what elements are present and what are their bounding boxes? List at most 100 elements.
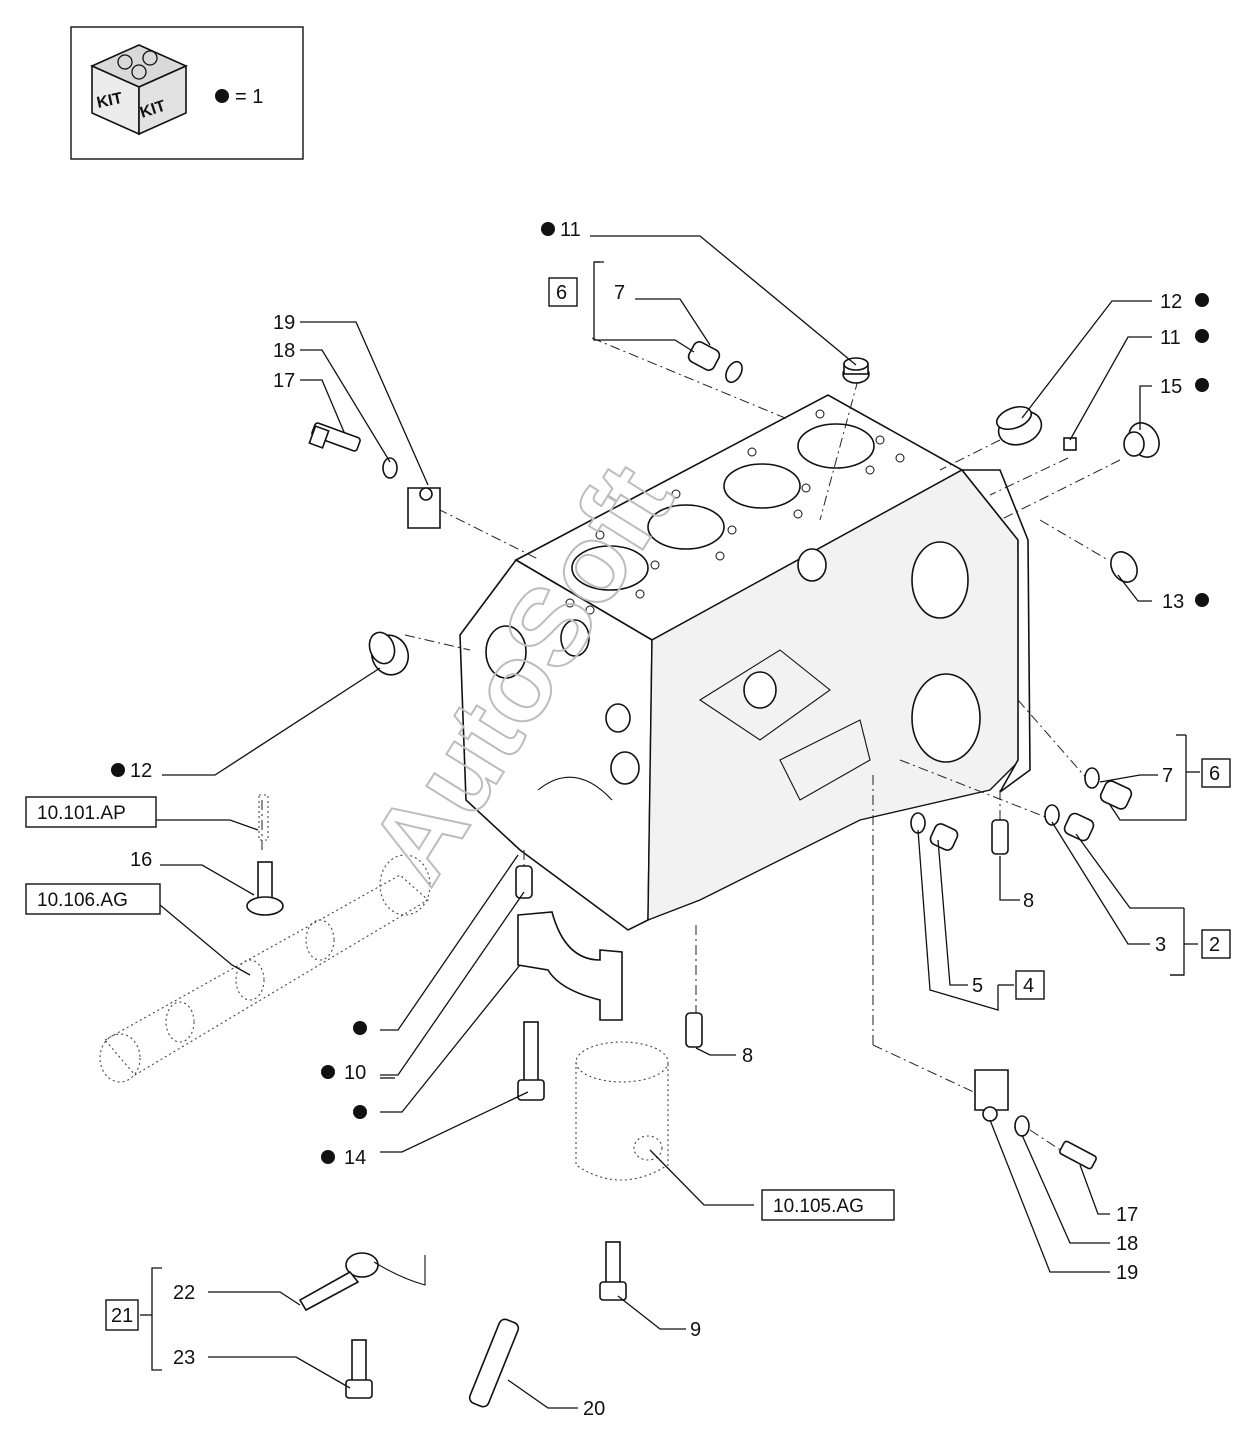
small-plug-right: [1063, 437, 1077, 451]
engine-block: [459, 394, 1031, 931]
plug-3: [1063, 812, 1095, 842]
main-bearing-cap: [517, 911, 623, 1021]
kit-bullet-12-right: [1195, 293, 1209, 307]
label-16: 16: [130, 849, 152, 871]
bolt-9: [599, 1241, 627, 1301]
side-port-upper: [797, 548, 827, 582]
piston-ghost: [575, 1041, 669, 1181]
rear-crank-bore: [911, 673, 981, 763]
main-bearing-saddle: [537, 776, 613, 801]
label-23: 23: [173, 1347, 195, 1369]
tube-16: [246, 861, 284, 916]
cylinder-bore-4: [797, 423, 875, 469]
label-7-top: 7: [614, 282, 625, 304]
washer-3: [1044, 804, 1060, 826]
kit-equation: = 1: [235, 86, 263, 108]
box-4: [1015, 970, 1045, 1000]
bracket-19-right: [974, 1069, 1009, 1122]
label-18-left: 18: [273, 340, 295, 362]
label-17-left: 17: [273, 370, 295, 392]
label-11-right: 11: [1160, 327, 1181, 349]
label-17-right: 17: [1116, 1204, 1138, 1226]
cylinder-bore-2: [647, 504, 725, 550]
camshaft-ghost: [99, 854, 431, 1083]
box-2: [1201, 929, 1231, 959]
bolt-23: [345, 1339, 373, 1399]
ref-box-10101ap: [25, 796, 157, 828]
kit-bullet-13: [1195, 593, 1209, 607]
label-19-left: 19: [273, 312, 295, 334]
ref-box-10105ag: [761, 1189, 895, 1221]
front-camshaft-bore: [485, 625, 527, 679]
box-21: [105, 1299, 139, 1331]
label-12-left: 12: [130, 760, 152, 782]
box-6-top: [548, 277, 578, 307]
dowel-8-mid: [991, 819, 1009, 855]
front-small-bore: [605, 703, 631, 733]
label-10: 10: [344, 1062, 366, 1084]
kit-bullet-cap: [353, 1105, 367, 1119]
rear-upper-bore: [911, 541, 969, 619]
block-rear-flange: [960, 469, 1031, 793]
seal-ring-12-left: [368, 631, 410, 676]
label-14: 14: [344, 1147, 366, 1169]
washer-7-right: [1084, 767, 1100, 789]
kit-bullets: [111, 222, 1209, 1164]
label-3: 3: [1155, 934, 1166, 956]
kit-bullet-10: [321, 1065, 335, 1079]
threaded-plug-top: [687, 341, 743, 384]
plug-5: [929, 823, 959, 851]
label-8-bottom: 8: [742, 1045, 753, 1067]
label-18-right: 18: [1116, 1233, 1138, 1255]
reference-boxes: 10.101.AP 10.106.AG 10.105.AG: [25, 796, 895, 1221]
deck-holes: [565, 409, 905, 615]
cylinder-bore-1: [571, 545, 649, 591]
pin-20: [468, 1318, 520, 1408]
kit-bullet-11-top: [541, 222, 555, 236]
label-19-right: 19: [1116, 1262, 1138, 1284]
washer-18-left: [382, 457, 398, 479]
ref-10101ap: 10.101.AP: [37, 803, 126, 824]
dowel-10: [515, 865, 533, 899]
label-2: 2: [1209, 934, 1220, 956]
kit-bullet-icon: [215, 89, 229, 103]
label-6-right: 6: [1209, 763, 1220, 785]
kit-box-icon: KIT KIT: [90, 44, 188, 136]
seal-ring-13: [1110, 551, 1138, 583]
label-11-top: 11: [560, 219, 581, 241]
bracket-19-left: [407, 487, 441, 529]
bolt-17-right: [1059, 1140, 1097, 1170]
front-lower-hole: [610, 751, 640, 785]
centre-lines: [261, 337, 1121, 1156]
part-labels: 11 6 7 19 18 17 12 11 15 13 12 16 10 14 …: [105, 219, 1231, 1420]
side-port-lower: [743, 671, 777, 709]
label-15: 15: [1160, 376, 1182, 398]
cup-plug-right: [995, 405, 1043, 446]
spring-pin-ghost: [258, 794, 269, 841]
bolt-14: [517, 1021, 545, 1101]
loose-parts: [99, 341, 1160, 1408]
ref-10106ag: 10.106.AG: [37, 890, 128, 911]
kit-bullet-14: [321, 1150, 335, 1164]
small-plug-top: [842, 357, 870, 384]
front-hole: [560, 619, 590, 657]
label-21: 21: [111, 1305, 133, 1327]
label-8-mid: 8: [1023, 890, 1034, 912]
kit-bullet-11-right: [1195, 329, 1209, 343]
kit-legend: KIT KIT = 1: [70, 26, 304, 160]
cylinder-bore-3: [723, 463, 801, 509]
ref-box-10106ag: [25, 883, 161, 915]
label-5: 5: [972, 975, 983, 997]
leader-lines: [140, 235, 1200, 1409]
label-6-top: 6: [556, 282, 567, 304]
label-22: 22: [173, 1282, 195, 1304]
plug-7-right: [1099, 780, 1133, 810]
label-12-right: 12: [1160, 291, 1182, 313]
label-7-right: 7: [1162, 765, 1173, 787]
label-13: 13: [1162, 591, 1184, 613]
label-4: 4: [1023, 975, 1034, 997]
bolt-17-left: [308, 422, 361, 452]
kit-bullet-12-left: [111, 763, 125, 777]
